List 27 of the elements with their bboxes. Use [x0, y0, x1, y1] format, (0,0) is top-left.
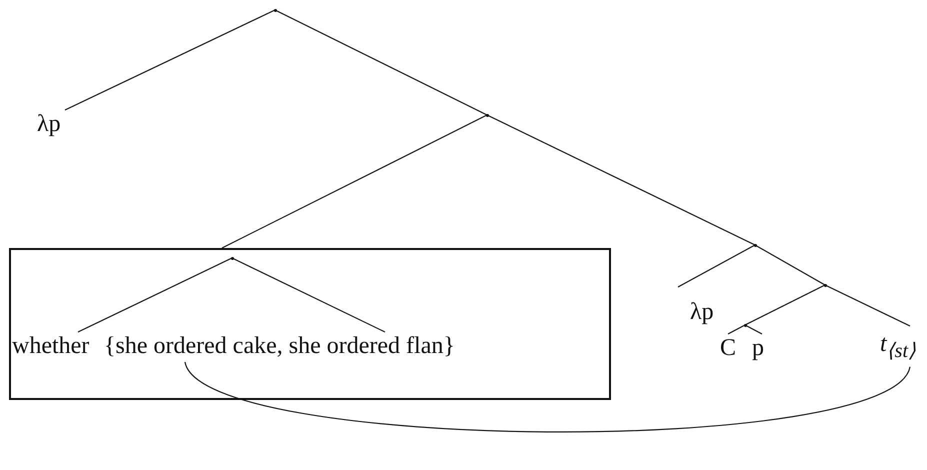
- movement-arc: [184, 362, 910, 432]
- branch-point: [230, 256, 234, 260]
- tree-branch: [64, 10, 276, 110]
- tree-branch: [222, 114, 488, 248]
- branch-point: [744, 324, 746, 326]
- tree-branch: [744, 284, 826, 326]
- tree-branch: [728, 324, 746, 334]
- tree-leaf-label: λp: [690, 298, 714, 326]
- tree-branch: [824, 284, 910, 326]
- tree-branch: [744, 324, 762, 334]
- constituent-frame: [9, 248, 611, 400]
- branch-point: [824, 284, 826, 286]
- tree-branch: [274, 10, 488, 116]
- branch-point: [754, 244, 756, 246]
- tree-leaf-label: C: [720, 334, 736, 362]
- tree-branch: [486, 114, 756, 246]
- tree-leaf-label: {she ordered cake, she ordered flan}: [104, 332, 455, 360]
- branch-point: [486, 114, 488, 116]
- tree-leaf-label: whether: [12, 332, 90, 360]
- tree-branch: [754, 244, 826, 286]
- tree-branch: [78, 258, 232, 332]
- tree-leaf-label: p: [752, 334, 764, 362]
- tree-branch: [678, 244, 756, 288]
- branch-point: [274, 8, 276, 12]
- tree-branch: [232, 258, 386, 332]
- tree-leaf-label: λp: [37, 110, 61, 138]
- tree-leaf-label: t$_{⟨st⟩}$: [880, 330, 916, 365]
